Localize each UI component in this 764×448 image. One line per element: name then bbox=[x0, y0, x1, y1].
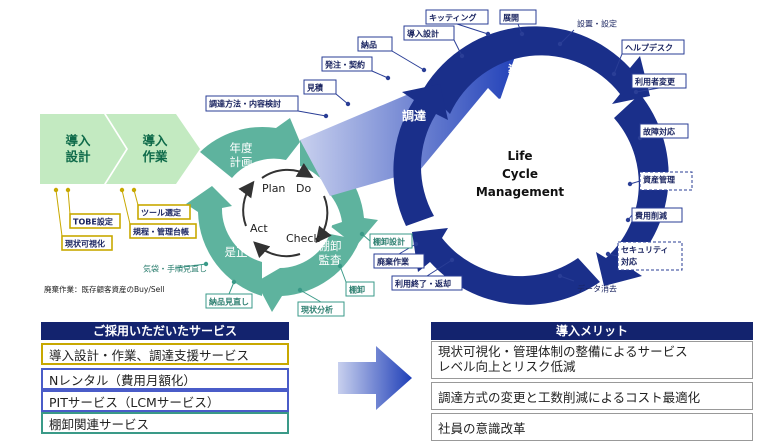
pdca-check: Check bbox=[286, 232, 320, 245]
callout-text: ツール選定 bbox=[141, 208, 181, 218]
callout-text: 導入設計 bbox=[407, 29, 439, 39]
callout-label: 費用削減 bbox=[625, 207, 683, 223]
disposal-note: 廃棄作業：既存顧客資産のBuy/Sell bbox=[44, 284, 164, 294]
benefits-title: 導入メリット bbox=[431, 322, 753, 340]
segment-procure-label: 調達 bbox=[402, 108, 426, 123]
pdca-plan: Plan bbox=[262, 182, 285, 195]
callout-label: 規程・管理台帳 bbox=[119, 187, 197, 239]
callout-label: 故障対応 bbox=[637, 123, 689, 141]
callout-text: 調達方法・内容検討 bbox=[209, 99, 281, 109]
callout-label: 利用終了・返却 bbox=[391, 257, 463, 291]
callout-label: 現状可視化 bbox=[53, 187, 113, 251]
benefit-item: 現状可視化・管理体制の整備によるサービス レベル向上とリスク低減 bbox=[431, 341, 753, 379]
callout-label: 利用者変更 bbox=[631, 73, 687, 95]
callout-text: 見積 bbox=[306, 83, 324, 93]
chevron-work-label: 導入作業 bbox=[142, 133, 168, 164]
pdca-act: Act bbox=[250, 222, 268, 235]
segment-introduce-label: 導入 bbox=[508, 62, 532, 77]
result-arrow bbox=[338, 346, 412, 410]
callout-label: 棚卸設計 bbox=[359, 231, 413, 249]
pdca-do: Do bbox=[296, 182, 311, 195]
callout-text: 気袋・手順見直し bbox=[143, 264, 207, 274]
callout-text: 納品見直し bbox=[209, 297, 249, 307]
chevron-design bbox=[40, 114, 126, 184]
callout-label: 現状分析 bbox=[297, 287, 345, 317]
callout-text: ヘルプデスク bbox=[625, 43, 673, 53]
callout-label: 棚卸 bbox=[337, 263, 375, 297]
chevron-work bbox=[106, 114, 200, 184]
phase-act-segment bbox=[186, 186, 262, 296]
phase-label-act: 是正 bbox=[225, 245, 248, 259]
callout-label: TOBE設定 bbox=[65, 187, 121, 229]
segment-introduce bbox=[424, 26, 650, 115]
callout-text: 故障対応 bbox=[643, 127, 675, 137]
phase-plan-segment bbox=[200, 118, 300, 178]
callout-text: セキュリティ bbox=[621, 246, 669, 255]
callout-label: 見積 bbox=[303, 79, 351, 107]
callout-text: 納品 bbox=[361, 40, 377, 50]
callout-label: 設置・設定 bbox=[557, 19, 617, 47]
callout-label: キッティング bbox=[425, 9, 491, 37]
service-item: 棚卸関連サービス bbox=[41, 412, 289, 434]
callout-text: 費用削減 bbox=[635, 211, 667, 221]
callout-label: ヘルプデスク bbox=[611, 39, 685, 77]
segment-procure bbox=[393, 84, 448, 226]
callout-text: キッティング bbox=[429, 13, 477, 23]
service-item: 導入設計・作業、調達支援サービス bbox=[41, 343, 289, 365]
callout-text: 利用終了・返却 bbox=[394, 279, 451, 289]
callout-text: 棚卸設計 bbox=[373, 237, 405, 247]
callout-label: 展開 bbox=[499, 9, 537, 37]
benefit-item: 社員の意識改革 bbox=[431, 413, 753, 441]
callout-text: 対応 bbox=[620, 257, 637, 267]
callout-text: データ消去 bbox=[577, 284, 617, 294]
phase-check-segment bbox=[256, 234, 360, 312]
callout-text: 廃棄作業 bbox=[377, 257, 410, 267]
callout-text: 利用者変更 bbox=[634, 77, 676, 87]
callout-label: 納品 bbox=[357, 36, 427, 73]
callout-label: データ消去 bbox=[557, 273, 617, 294]
callout-label: 発注・契約 bbox=[321, 56, 391, 81]
callout-label: 調達方法・内容検討 bbox=[205, 95, 329, 119]
callout-label: ツール選定 bbox=[131, 187, 191, 220]
callout-text: 現状可視化 bbox=[65, 239, 105, 249]
phase-label-plan: 年度計画 bbox=[230, 141, 253, 169]
callout-text: 資産管理 bbox=[643, 175, 675, 185]
callout-label: 納品見直し bbox=[205, 279, 253, 309]
callout-label: 廃棄作業 bbox=[373, 241, 425, 269]
segment-use bbox=[596, 94, 669, 286]
callout-text: 展開 bbox=[502, 14, 519, 23]
callout-text: 設置・設定 bbox=[577, 19, 617, 29]
segment-dispose-label: 廃棄・返却 bbox=[468, 238, 504, 269]
callout-label: 資産管理 bbox=[627, 171, 693, 191]
callout-label: 導入設計 bbox=[403, 25, 465, 59]
chevron-design-label: 導入設計 bbox=[65, 133, 91, 164]
callout-text: 現状分析 bbox=[301, 305, 333, 315]
services-title: ご採用いただいたサービス bbox=[41, 322, 289, 340]
callout-text: TOBE設定 bbox=[73, 217, 113, 227]
callout-text: 規程・管理台帳 bbox=[133, 227, 189, 237]
segment-use-label: 利用・管理 bbox=[592, 144, 616, 193]
service-item: Nレンタル（費用月額化） bbox=[41, 368, 289, 390]
service-item: PITサービス（LCMサービス） bbox=[41, 390, 289, 412]
callout-label: 気袋・手順見直し bbox=[143, 261, 209, 274]
callout-text: 発注・契約 bbox=[324, 60, 365, 70]
benefit-item: 調達方式の変更と工数削減によるコスト最適化 bbox=[431, 382, 753, 410]
callout-text: 棚卸 bbox=[349, 285, 365, 295]
